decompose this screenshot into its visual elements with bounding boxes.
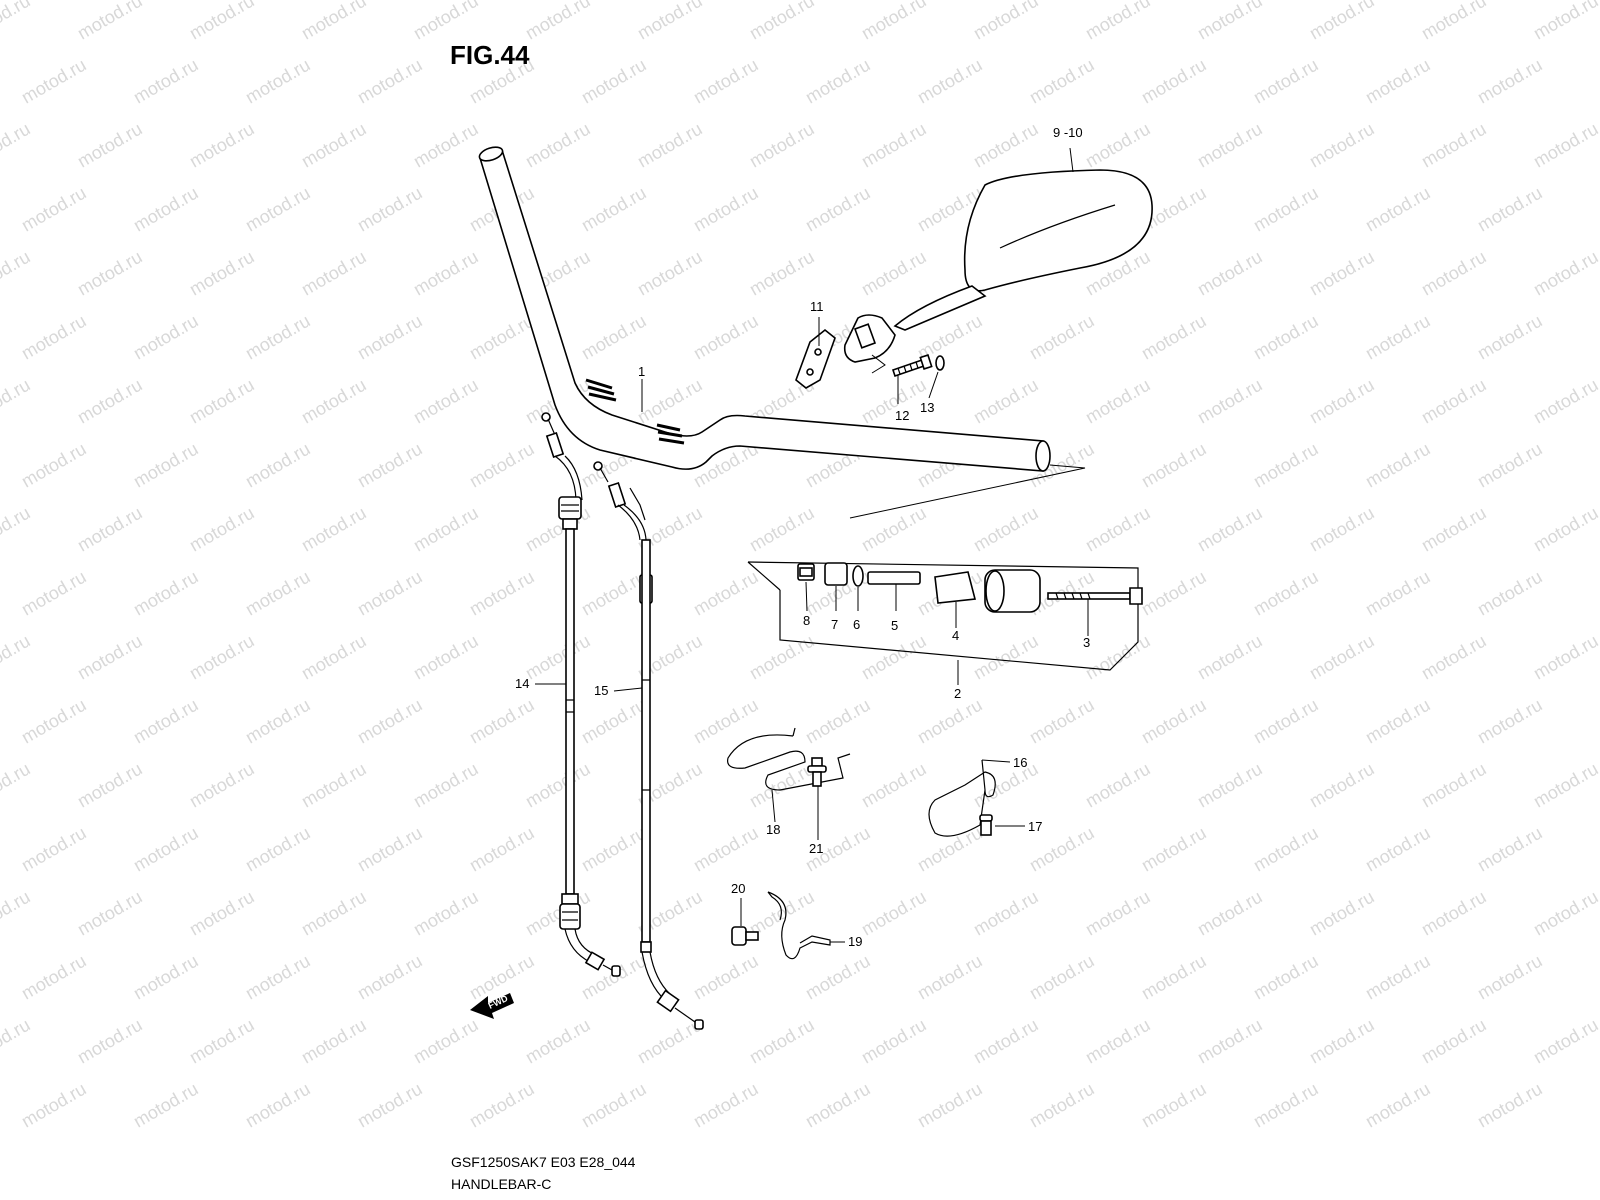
balancer-weight bbox=[984, 569, 1041, 613]
callout-13: 13 bbox=[920, 400, 934, 415]
callout-20: 20 bbox=[731, 881, 745, 896]
section-name: HANDLEBAR-C bbox=[451, 1176, 552, 1192]
mirror-washer bbox=[935, 355, 945, 371]
callout-3: 3 bbox=[1083, 635, 1090, 650]
callout-16: 16 bbox=[1013, 755, 1027, 770]
balancer-long-bolt-3 bbox=[1047, 587, 1143, 605]
cable-clamp-16 bbox=[928, 759, 996, 837]
callout-19: 19 bbox=[848, 934, 862, 949]
throttle-cable-14 bbox=[541, 412, 621, 977]
mirror-bolt bbox=[891, 354, 933, 378]
balancer-washer-6 bbox=[852, 565, 864, 587]
callout-11: 11 bbox=[810, 299, 824, 314]
callout-6: 6 bbox=[853, 617, 860, 632]
callout-17: 17 bbox=[1028, 819, 1042, 834]
callout-14: 14 bbox=[515, 676, 529, 691]
handlebar bbox=[478, 146, 1086, 519]
rear-view-mirror bbox=[843, 169, 1153, 363]
cable-clip-19 bbox=[767, 891, 831, 960]
forward-direction-arrow: FWD bbox=[470, 993, 514, 1019]
callout-9-10: 9 -10 bbox=[1053, 125, 1083, 140]
balancer-rod-5 bbox=[867, 571, 921, 585]
callout-5: 5 bbox=[891, 618, 898, 633]
balancer-rubber-4 bbox=[934, 571, 977, 604]
callout-1: 1 bbox=[638, 364, 645, 379]
balancer-bolt-8 bbox=[797, 563, 815, 581]
callout-21: 21 bbox=[809, 841, 823, 856]
callout-12: 12 bbox=[895, 408, 909, 423]
throttle-cable-15 bbox=[593, 461, 704, 1030]
callout-18: 18 bbox=[766, 822, 780, 837]
callout-8: 8 bbox=[803, 613, 810, 628]
callout-leader-lines bbox=[535, 147, 1089, 943]
callout-15: 15 bbox=[594, 683, 608, 698]
callout-2: 2 bbox=[954, 686, 961, 701]
cable-clamp-18 bbox=[727, 727, 851, 791]
callout-7: 7 bbox=[831, 617, 838, 632]
model-code: GSF1250SAK7 E03 E28_044 bbox=[451, 1154, 636, 1170]
callout-4: 4 bbox=[952, 628, 959, 643]
balancer-assembly-box bbox=[747, 561, 1139, 671]
callout-numbers: 1 9 -10 11 12 13 8 7 6 5 4 3 2 14 15 16 … bbox=[515, 125, 1090, 949]
clip-bolt-20 bbox=[731, 926, 759, 946]
clamp-bolt-17 bbox=[979, 814, 993, 836]
figure-title: FIG.44 bbox=[450, 40, 530, 70]
grip-marking-bands bbox=[585, 378, 685, 445]
clamp-bolt-21 bbox=[807, 757, 827, 787]
mirror-bracket bbox=[795, 328, 836, 389]
balancer-spacer-7 bbox=[824, 562, 848, 586]
